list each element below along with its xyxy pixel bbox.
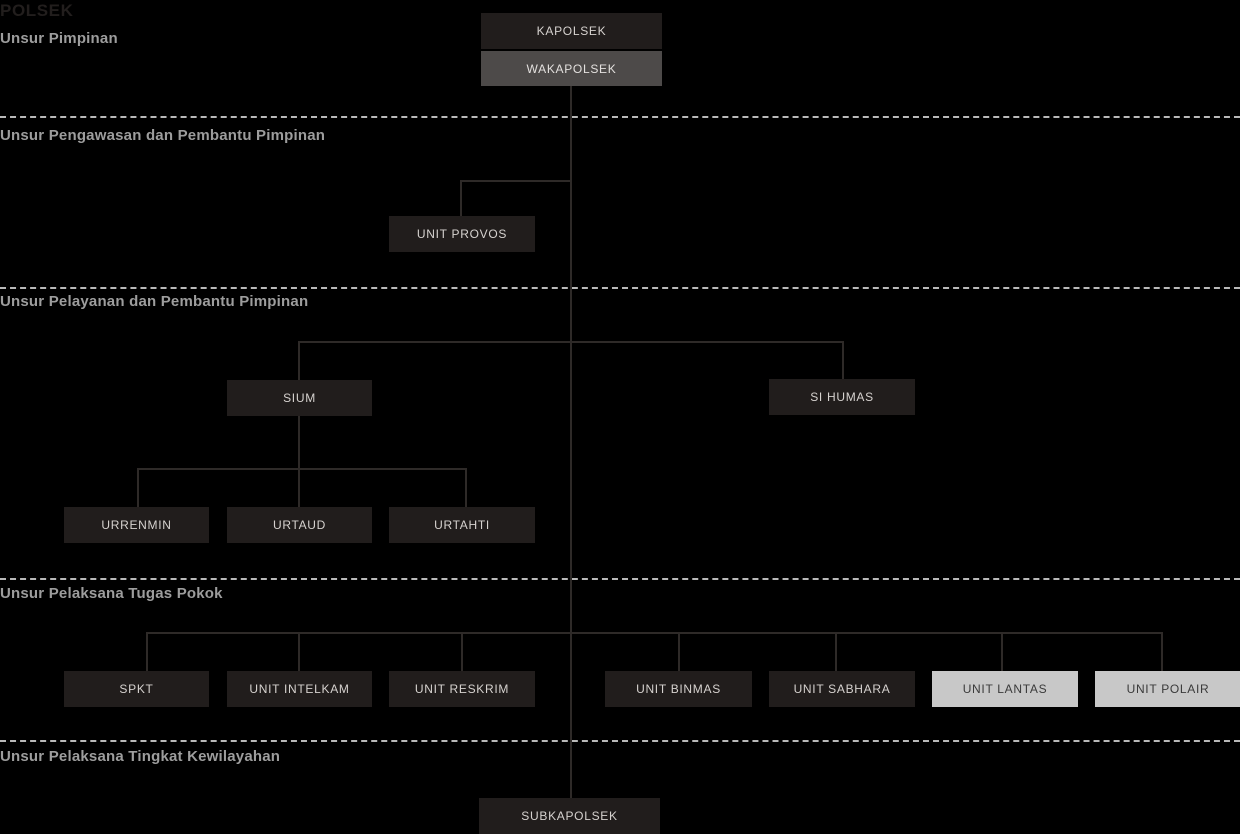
page-title: POLSEK [0,1,74,20]
node-spkt[interactable]: SPKT [64,671,209,707]
connector-provos-vertical [460,180,462,217]
section-divider-4 [0,740,1240,742]
node-si-humas[interactable]: SI HUMAS [769,379,915,415]
connector-pelayanan-horizontal [299,341,844,343]
connector-sihumas-vertical [842,341,844,380]
connector-polair-vertical [1161,632,1163,671]
connector-binmas-vertical [678,632,680,671]
section-label-unsur-pelayanan: Unsur Pelayanan dan Pembantu Pimpinan [0,293,309,310]
connector-tugas-pokok-horizontal [146,632,1163,634]
connector-provos-horizontal [460,180,572,182]
connector-sium-down [298,416,300,468]
node-urrenmin[interactable]: URRENMIN [64,507,209,543]
section-divider-1 [0,116,1240,118]
node-wakapolsek[interactable]: WAKAPOLSEK [481,51,662,86]
connector-sium-children-horizontal [137,468,467,470]
section-divider-3 [0,578,1240,580]
node-unit-binmas[interactable]: UNIT BINMAS [605,671,752,707]
section-divider-2 [0,287,1240,289]
node-urtahti[interactable]: URTAHTI [389,507,535,543]
connector-spkt-vertical [146,632,148,671]
node-unit-sabhara[interactable]: UNIT SABHARA [769,671,915,707]
node-unit-lantas[interactable]: UNIT LANTAS [932,671,1078,707]
connector-urtahti-vertical [465,468,467,507]
connector-urtaud-vertical [298,468,300,507]
section-label-unsur-pengawasan: Unsur Pengawasan dan Pembantu Pimpinan [0,127,326,144]
section-label-unsur-pimpinan: Unsur Pimpinan [0,30,118,47]
node-kapolsek[interactable]: KAPOLSEK [481,13,662,49]
node-unit-provos[interactable]: UNIT PROVOS [389,216,535,252]
section-label-unsur-pelaksana-kewilayahan: Unsur Pelaksana Tingkat Kewilayahan [0,748,281,765]
node-unit-intelkam[interactable]: UNIT INTELKAM [227,671,372,707]
connector-intelkam-vertical [298,632,300,671]
node-sium[interactable]: SIUM [227,380,372,416]
connector-urrenmin-vertical [137,468,139,507]
connector-lantas-vertical [1001,632,1003,671]
connector-sium-vertical [298,341,300,380]
main-spine-line [570,86,572,800]
node-subkapolsek[interactable]: SUBKAPOLSEK [479,798,660,834]
node-urtaud[interactable]: URTAUD [227,507,372,543]
section-label-unsur-pelaksana-tugas-pokok: Unsur Pelaksana Tugas Pokok [0,585,223,602]
node-unit-reskrim[interactable]: UNIT RESKRIM [389,671,535,707]
node-unit-polair[interactable]: UNIT POLAIR [1095,671,1240,707]
connector-sabhara-vertical [835,632,837,671]
connector-reskrim-vertical [461,632,463,671]
